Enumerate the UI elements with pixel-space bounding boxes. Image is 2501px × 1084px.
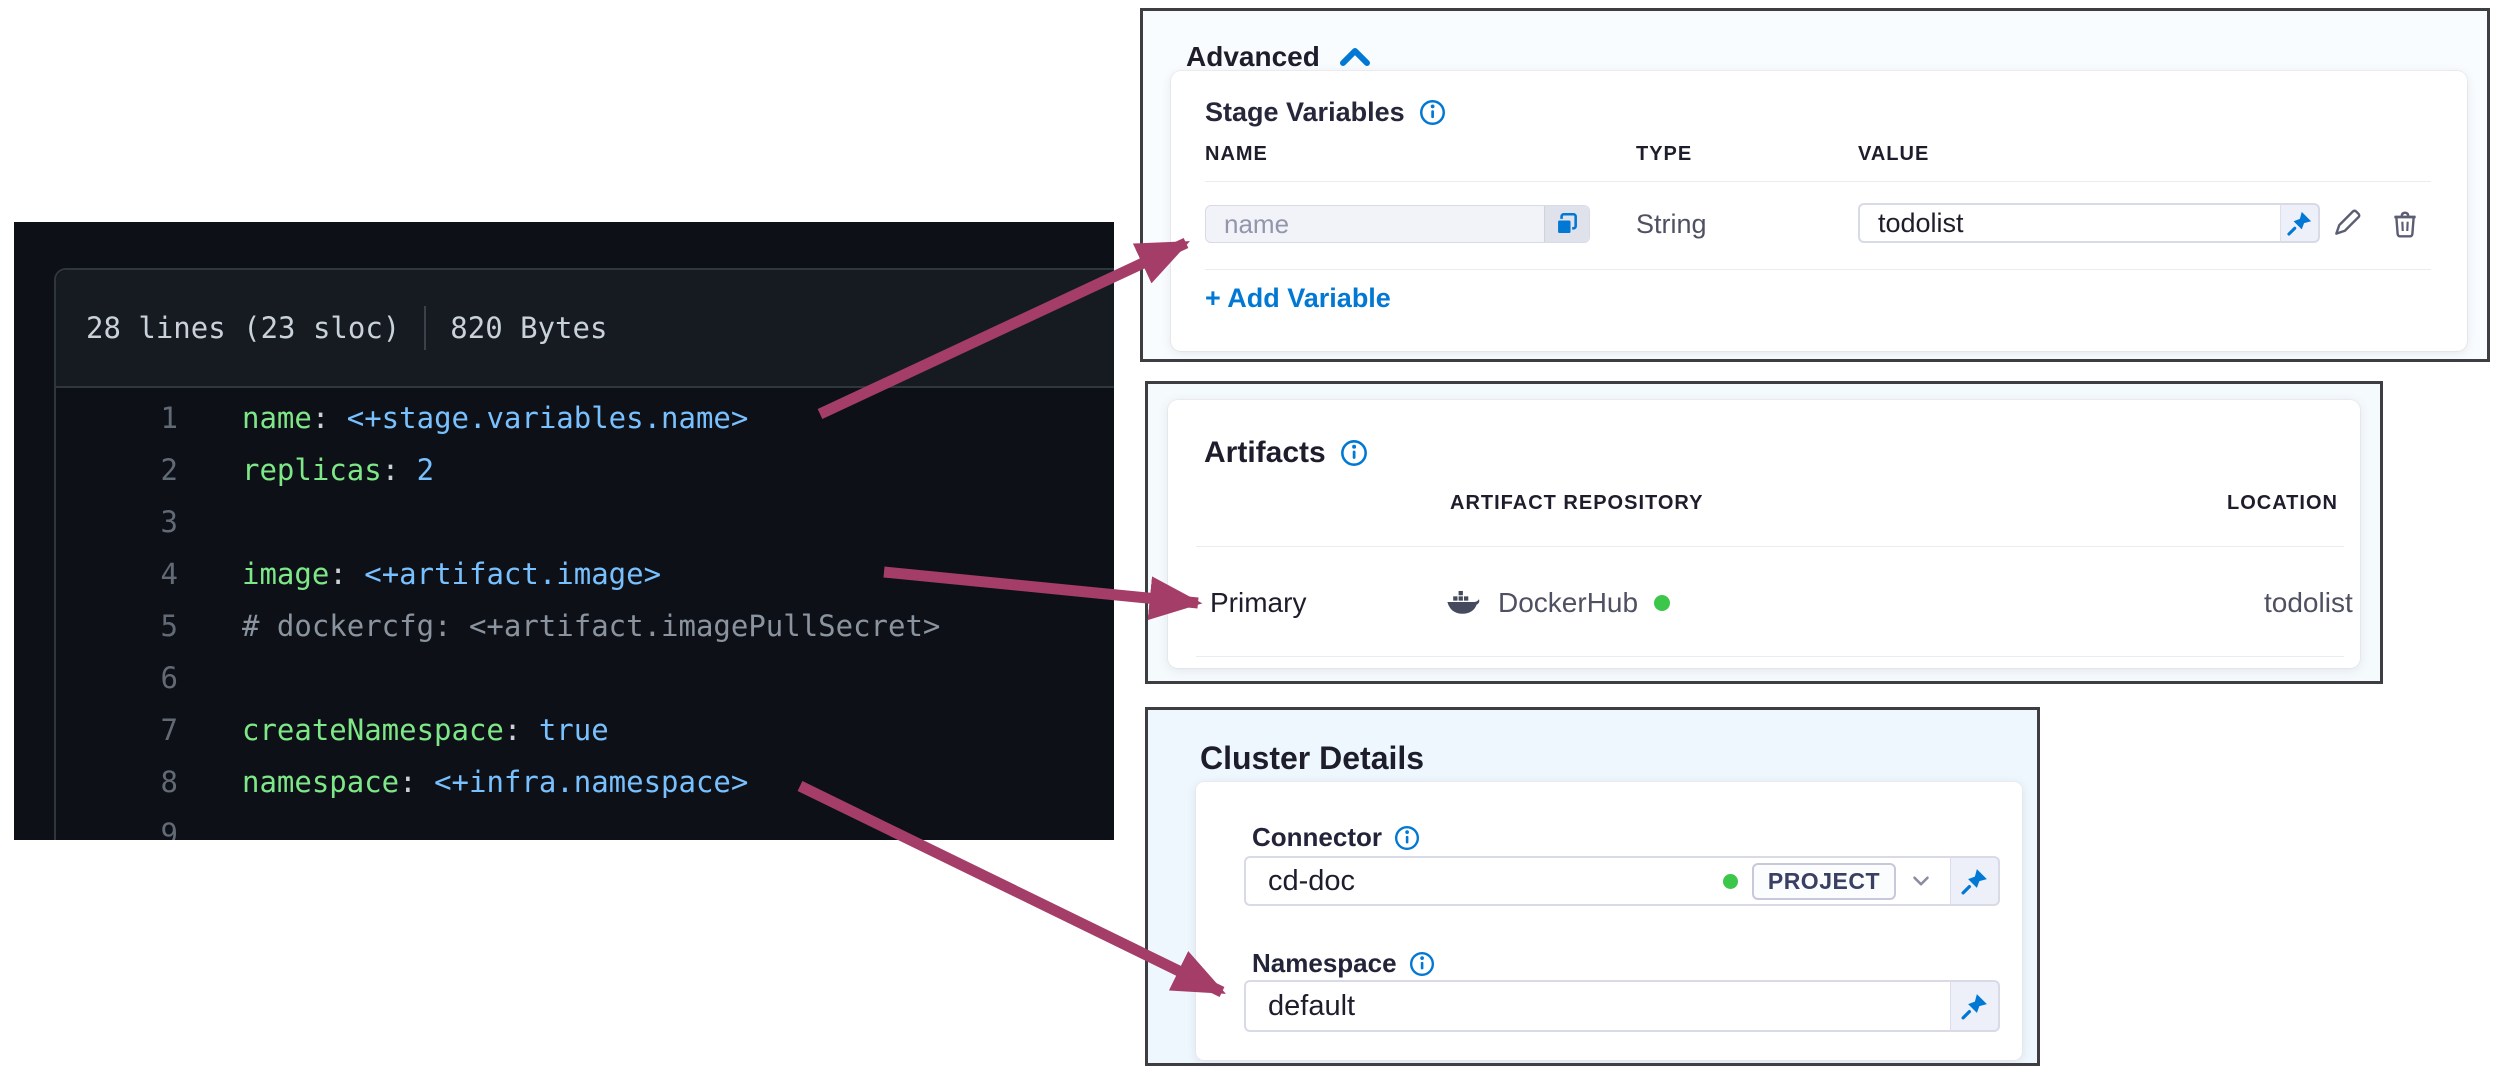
advanced-title: Advanced: [1186, 41, 1320, 72]
code-size-info: 820 Bytes: [450, 311, 608, 345]
info-icon[interactable]: [1340, 439, 1368, 467]
code-file-header: 28 lines (23 sloc) 820 Bytes: [56, 270, 1114, 388]
namespace-label: Namespace: [1252, 948, 1397, 978]
connector-scope-badge[interactable]: PROJECT: [1751, 862, 1896, 900]
namespace-input-wrap: [1244, 980, 2000, 1032]
info-icon[interactable]: [1394, 825, 1420, 851]
status-dot-green: [1654, 595, 1671, 611]
stage-variables-title: Stage Variables: [1205, 97, 1405, 127]
connector-input[interactable]: [1246, 863, 1723, 899]
advanced-collapse-header[interactable]: Advanced: [1186, 41, 1372, 73]
column-header-location: LOCATION: [2227, 492, 2338, 514]
variable-value-input[interactable]: [1860, 206, 2280, 240]
variable-type-value: String: [1636, 209, 1707, 239]
column-header-type: TYPE: [1636, 143, 1693, 165]
chevron-up-icon[interactable]: [1338, 46, 1372, 68]
artifacts-header: Artifacts: [1204, 436, 1368, 470]
pin-icon[interactable]: [1950, 980, 2000, 1032]
variable-name-input[interactable]: [1206, 206, 1544, 242]
add-variable-button[interactable]: + Add Variable: [1205, 283, 1391, 313]
column-header-name: NAME: [1205, 143, 1268, 165]
copy-icon[interactable]: [1544, 206, 1589, 242]
edit-variable-button[interactable]: [2329, 205, 2365, 241]
connector-label-row: Connector: [1252, 822, 1420, 853]
column-header-artifact-repository: ARTIFACT REPOSITORY: [1450, 492, 1704, 514]
info-icon[interactable]: [1419, 99, 1446, 126]
divider: [1205, 269, 2431, 270]
connector-label: Connector: [1252, 822, 1382, 852]
info-icon[interactable]: [1409, 951, 1435, 977]
connector-input-wrap: PROJECT: [1244, 856, 2000, 906]
status-dot-green: [1722, 873, 1738, 889]
stage-variables-card: Stage Variables NAME TYPE VALUE String: [1171, 71, 2467, 351]
divider: [1196, 546, 2344, 547]
cluster-details-card: Connector PROJECT Na: [1196, 782, 2022, 1060]
artifact-repository-name: DockerHub: [1498, 587, 1639, 618]
artifacts-panel: Artifacts ARTIFACT REPOSITORY LOCATION P…: [1145, 381, 2383, 684]
code-lines-info: 28 lines (23 sloc): [86, 311, 401, 345]
pin-icon[interactable]: [1950, 856, 2000, 906]
artifact-repository-cell: DockerHub: [1446, 586, 1671, 620]
divider: [1196, 656, 2344, 657]
code-line: 9: [160, 817, 178, 840]
variable-value-input-wrap: [1858, 203, 2320, 243]
artifacts-title: Artifacts: [1204, 436, 1326, 469]
namespace-label-row: Namespace: [1252, 948, 1435, 979]
code-line: 3: [160, 505, 178, 539]
advanced-panel: Advanced Stage Variables NAME TYPE VALUE: [1140, 8, 2490, 362]
chevron-down-icon[interactable]: [1908, 868, 1934, 894]
namespace-input[interactable]: [1246, 988, 1950, 1024]
variable-name-input-wrap: [1205, 205, 1590, 243]
pin-icon[interactable]: [2280, 203, 2320, 243]
cluster-details-panel: Cluster Details Connector PROJECT: [1145, 707, 2040, 1066]
delete-variable-button[interactable]: [2387, 205, 2423, 241]
artifact-row-name: Primary: [1210, 587, 1307, 618]
artifact-location: todolist: [2264, 587, 2353, 618]
header-divider: [424, 306, 427, 350]
code-line: 5# dockercfg: <+artifact.imagePullSecret…: [160, 609, 941, 643]
docker-whale-icon: [1446, 588, 1482, 618]
cluster-details-title: Cluster Details: [1200, 740, 1425, 776]
divider: [1205, 181, 2431, 182]
stage-variables-header: Stage Variables: [1205, 97, 1446, 128]
artifacts-card: Artifacts ARTIFACT REPOSITORY LOCATION P…: [1168, 400, 2360, 668]
code-line: 6: [160, 661, 178, 695]
column-header-value: VALUE: [1858, 143, 1930, 165]
